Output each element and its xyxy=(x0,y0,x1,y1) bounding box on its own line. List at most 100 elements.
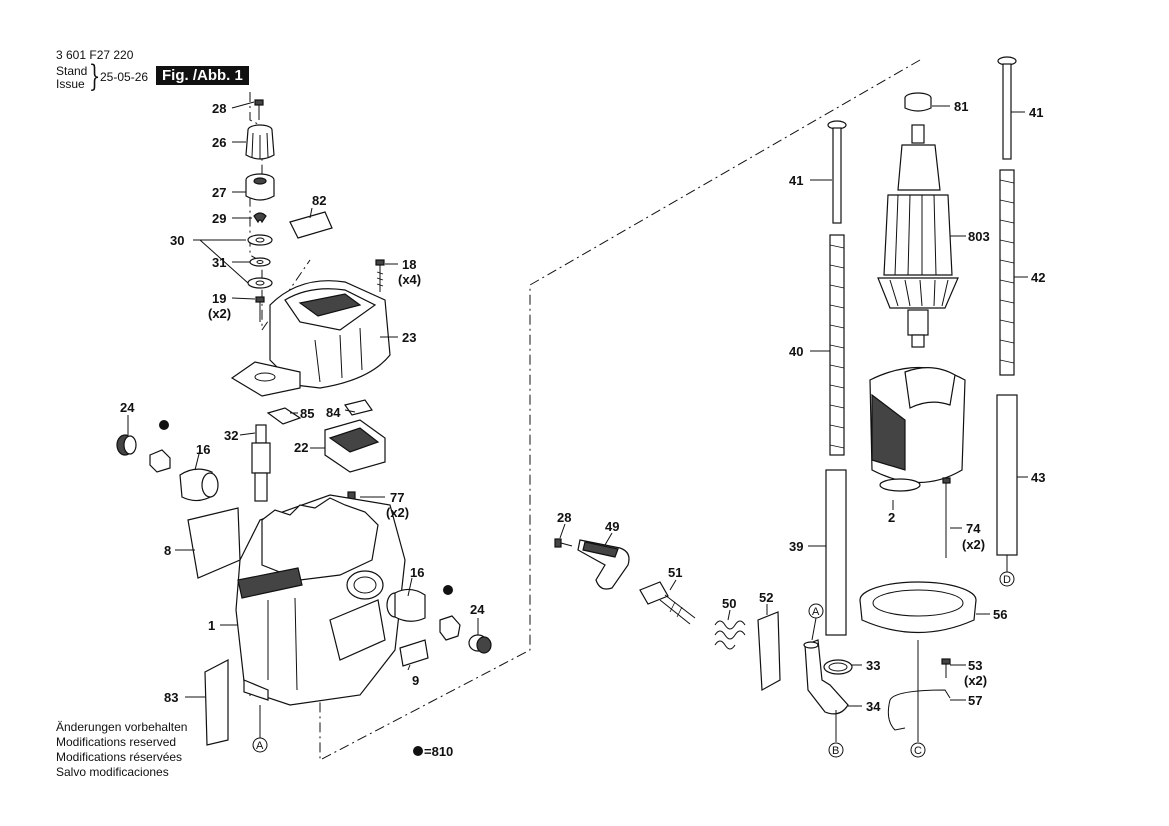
marker-b-text: B xyxy=(832,745,839,757)
callout-33: 33 xyxy=(866,658,880,673)
washer-30b xyxy=(247,277,273,289)
figure-label: Fig. /Abb. 1 xyxy=(156,66,249,85)
knob-26 xyxy=(245,124,275,160)
label-9 xyxy=(399,639,429,667)
callout-31: 31 xyxy=(212,255,226,270)
marker-a-bottom xyxy=(252,737,268,753)
switch-assembly xyxy=(554,523,781,691)
callout-74-qty: (x2) xyxy=(962,537,985,552)
label-83 xyxy=(204,659,229,746)
bearing-81 xyxy=(904,92,932,112)
callout-77-qty: (x2) xyxy=(386,505,409,520)
spring-50 xyxy=(714,620,746,650)
left-assembly xyxy=(116,99,492,746)
callout-28: 28 xyxy=(212,101,226,116)
callout-84: 84 xyxy=(326,405,341,420)
brush-cap-24-right xyxy=(468,634,492,654)
callout-26: 26 xyxy=(212,135,226,150)
part-84 xyxy=(344,399,373,416)
housing-1 xyxy=(235,494,406,706)
callout-32: 32 xyxy=(224,428,238,443)
callout-803: 803 xyxy=(968,229,990,244)
callout-74: 74 xyxy=(966,521,981,536)
threaded-rod-42 xyxy=(999,169,1015,376)
bolt-51 xyxy=(639,581,696,625)
callout-43: 43 xyxy=(1031,470,1045,485)
callout-23: 23 xyxy=(402,330,416,345)
callout-9: 9 xyxy=(412,673,419,688)
reference-markers: A A B C D xyxy=(252,571,1015,758)
callout-29: 29 xyxy=(212,211,226,226)
callout-41-left: 41 xyxy=(789,173,803,188)
ring-56 xyxy=(859,581,977,633)
tube-43 xyxy=(996,394,1018,556)
callout-40: 40 xyxy=(789,344,803,359)
rod-41-right xyxy=(997,56,1017,160)
note-fr: Modifications réservées xyxy=(56,750,183,764)
callout-57: 57 xyxy=(968,693,982,708)
callout-19: 19 xyxy=(212,291,226,306)
callout-2: 2 xyxy=(888,510,895,525)
callout-49: 49 xyxy=(605,519,619,534)
marker-a-right xyxy=(808,603,824,619)
oring-33 xyxy=(823,659,853,675)
callout-77: 77 xyxy=(390,490,404,505)
marker-d-text: D xyxy=(1003,574,1011,586)
callout-81: 81 xyxy=(954,99,968,114)
callout-24-left: 24 xyxy=(120,400,135,415)
callout-18-qty: (x4) xyxy=(398,272,421,287)
screw-28-top xyxy=(254,99,264,120)
modification-notes: Änderungen vorbehalten Modifications res… xyxy=(56,720,187,780)
threaded-rod-40 xyxy=(829,234,845,456)
callout-83: 83 xyxy=(164,690,178,705)
clamp-57 xyxy=(887,689,951,731)
callout-34: 34 xyxy=(866,699,881,714)
stator-2 xyxy=(869,367,966,492)
callout-1: 1 xyxy=(208,618,215,633)
part-85 xyxy=(266,407,302,425)
marker-a-right-text: A xyxy=(812,606,820,618)
marker-c xyxy=(910,742,926,758)
washer-31 xyxy=(249,257,271,267)
kit-dot xyxy=(443,585,453,595)
rod-threads xyxy=(829,179,1015,449)
callout-28-mid: 28 xyxy=(557,510,571,525)
tube-39 xyxy=(825,469,847,636)
armature-803 xyxy=(877,124,959,348)
callout-52: 52 xyxy=(759,590,773,605)
kit-legend-dot xyxy=(413,746,423,756)
issue-date: 25-05-26 xyxy=(100,70,149,84)
cap-27 xyxy=(245,173,275,201)
callout-42: 42 xyxy=(1031,270,1045,285)
brush-left xyxy=(149,449,171,473)
callout-85: 85 xyxy=(300,406,314,421)
screw-19 xyxy=(255,296,265,322)
brush-cap-24-left xyxy=(116,434,137,456)
marker-a-text: A xyxy=(256,740,264,752)
brush-holder-16-left xyxy=(179,468,219,502)
screw-74 xyxy=(942,477,951,558)
stand-label: Stand xyxy=(56,64,88,78)
plate-52 xyxy=(757,611,781,691)
motor-assembly xyxy=(803,56,1028,742)
brush-right xyxy=(439,615,461,641)
block-22 xyxy=(324,419,386,473)
kit-legend-text: =810 xyxy=(424,744,453,759)
callout-53-qty: (x2) xyxy=(964,673,987,688)
callout-51: 51 xyxy=(668,565,682,580)
washer-30a xyxy=(247,234,273,246)
callout-16-right: 16 xyxy=(410,565,424,580)
callout-24-right: 24 xyxy=(470,602,485,617)
issue-label: Issue xyxy=(56,77,85,91)
note-de: Änderungen vorbehalten xyxy=(56,720,188,734)
callout-19-qty: (x2) xyxy=(208,306,231,321)
callout-16-left: 16 xyxy=(196,442,210,457)
callout-41-right: 41 xyxy=(1029,105,1043,120)
label-82 xyxy=(289,211,333,239)
screw-53 xyxy=(941,658,951,678)
foot-34 xyxy=(803,639,849,715)
callout-labels: 28 26 27 29 82 30 31 18 (x4) 19 (x2) 23 … xyxy=(120,99,1045,714)
note-es: Salvo modificaciones xyxy=(56,765,169,779)
marker-c-text: C xyxy=(914,745,922,757)
